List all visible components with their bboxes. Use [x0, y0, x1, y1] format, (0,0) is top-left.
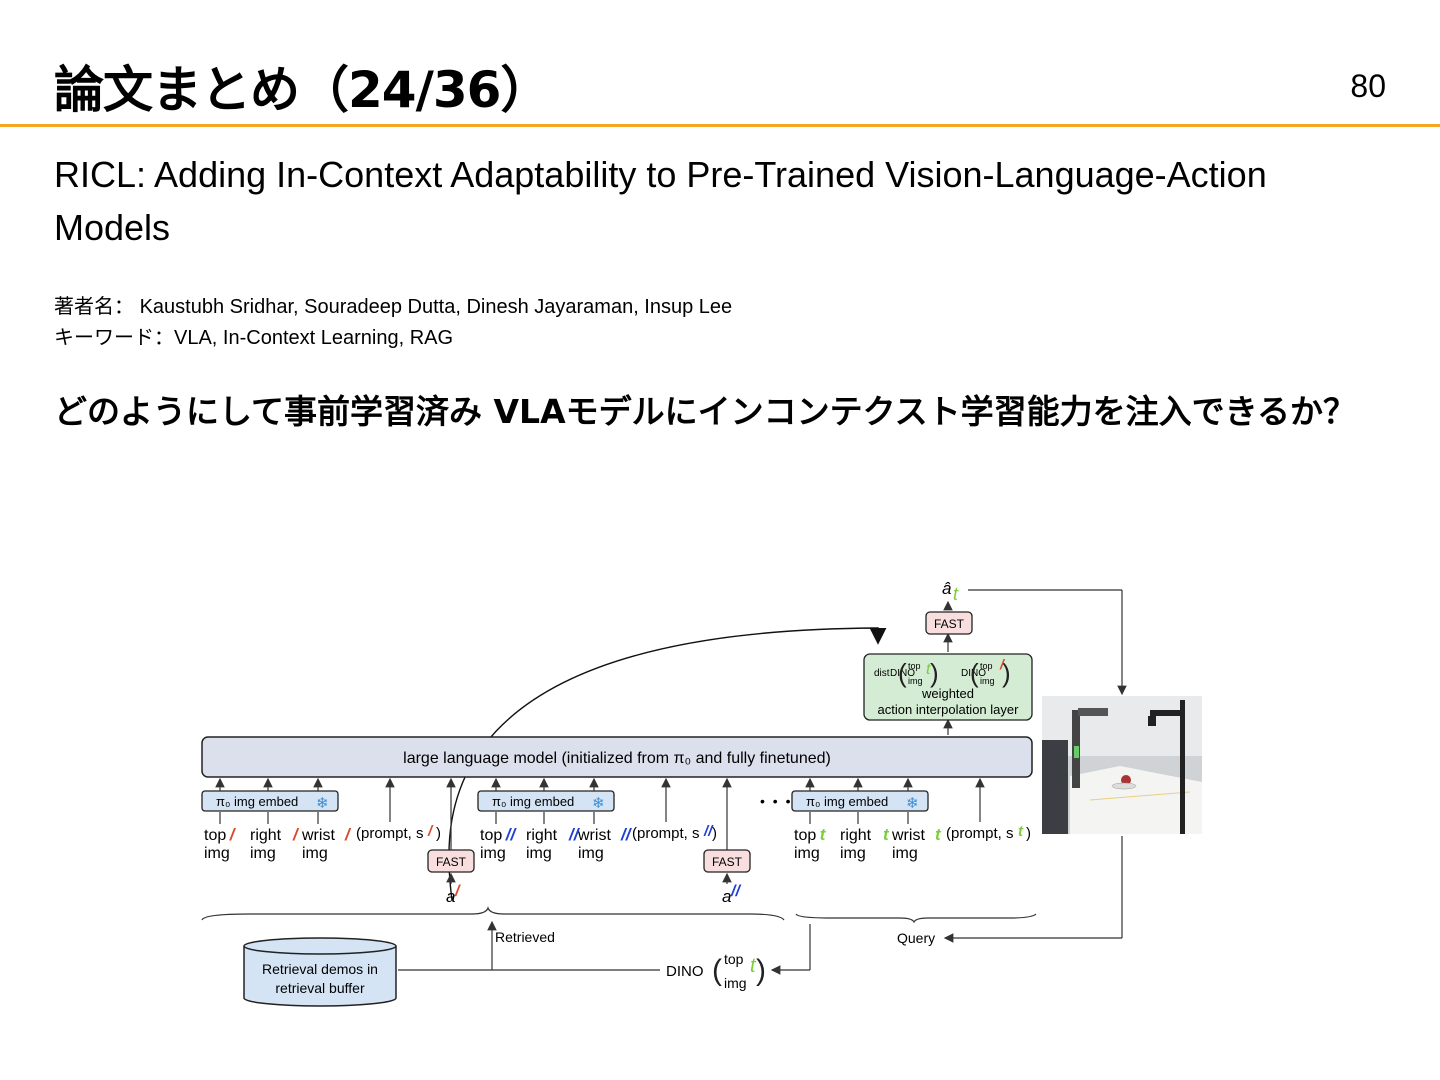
snowflake-icon: ❄	[906, 795, 919, 812]
dino-paren-open: (	[712, 954, 722, 987]
a-hat-t: t	[953, 584, 959, 604]
img-label-retrieved-1: wrist	[301, 827, 335, 844]
interpolation-layer-box	[863, 653, 1033, 721]
query-label: Query	[897, 930, 935, 946]
prompt-label-retrieved-2: (prompt, s	[632, 825, 700, 842]
img-word-query: img	[794, 845, 820, 862]
img-label-retrieved-1: top	[204, 827, 226, 844]
formula-img-retrieved: img	[980, 676, 995, 686]
img-mark-retrieved-1: /	[229, 825, 237, 844]
img-label-retrieved-2: wrist	[577, 827, 611, 844]
img-embed-label-retrieved-2: π₀ img embed	[492, 794, 574, 809]
fast-box-output	[925, 611, 973, 635]
keywords-line: キーワード：VLA, In-Context Learning, RAG	[54, 323, 732, 354]
page-number: 80	[1350, 68, 1386, 104]
img-word-retrieved-1: img	[250, 845, 276, 862]
robot-photo	[1042, 696, 1202, 834]
prompt-mark-query: t	[1018, 823, 1024, 840]
img-embed-label-retrieved-1: π₀ img embed	[216, 794, 298, 809]
formula-paren-open: (	[898, 658, 907, 688]
img-word-retrieved-2: img	[480, 845, 506, 862]
buffer-label-2: retrieval buffer	[275, 980, 365, 996]
img-label-retrieved-2: right	[526, 827, 558, 844]
prompt-label-query: (prompt, s	[946, 825, 1014, 842]
a-hat-label: â	[942, 579, 951, 598]
fast-label-output: FAST	[934, 617, 965, 631]
dino-top: top	[724, 951, 744, 967]
dino-t: t	[750, 955, 757, 977]
img-label-query: top	[794, 827, 816, 844]
formula-paren-close: )	[930, 658, 939, 688]
img-label-query: wrist	[891, 827, 925, 844]
paper-title: RICL: Adding In-Context Adaptability to …	[54, 154, 1267, 248]
ricl-architecture-figure: large language model (initialized from π…	[201, 579, 1202, 1007]
prompt-label-retrieved-1: (prompt, s	[356, 825, 424, 842]
dino-paren-close: )	[756, 954, 766, 987]
img-mark-retrieved-1: /	[292, 825, 300, 844]
authors-line: 著者名： Kaustubh Sridhar, Souradeep Dutta, …	[54, 292, 732, 323]
slide-title: 論文まとめ（24/36）	[54, 61, 550, 119]
snowflake-icon: ❄	[592, 795, 605, 812]
snowflake-icon: ❄	[316, 795, 329, 812]
img-label-retrieved-1: right	[250, 827, 282, 844]
formula-t: t	[926, 661, 931, 678]
img-label-retrieved-2: top	[480, 827, 502, 844]
interp-layer-label: action interpolation layer	[878, 702, 1020, 717]
dino-img: img	[724, 975, 747, 991]
authors-label: 著者名：	[54, 296, 134, 318]
prompt-close-retrieved-1: )	[436, 825, 441, 842]
img-mark-retrieved-2: //	[505, 825, 518, 844]
title-divider	[0, 124, 1440, 127]
img-mark-query: t	[935, 825, 942, 844]
keywords-label: キーワード：	[54, 327, 174, 349]
prompt-close-query: )	[1026, 825, 1031, 842]
img-word-retrieved-1: img	[204, 845, 230, 862]
dino-query-label: DINO	[666, 963, 704, 980]
dist-label: dist	[874, 668, 890, 679]
formula-paren-open: (	[970, 658, 979, 688]
img-embed-label-query: π₀ img embed	[806, 794, 888, 809]
weighted-label: weighted	[921, 686, 974, 701]
authors: Kaustubh Sridhar, Souradeep Dutta, Dines…	[139, 296, 733, 318]
img-label-query: right	[840, 827, 872, 844]
llm-label: large language model (initialized from π…	[403, 750, 831, 767]
llm-box	[201, 736, 1033, 778]
img-mark-retrieved-1: /	[344, 825, 352, 844]
img-word-retrieved-1: img	[302, 845, 328, 862]
action-mark-retrieved-2: //	[730, 883, 741, 900]
prompt-mark-retrieved-1: /	[427, 823, 434, 840]
fast-label-retrieved-1: FAST	[436, 855, 467, 869]
img-word-query: img	[840, 845, 866, 862]
dino-label-query: DINO	[890, 668, 915, 679]
prompt-mark-retrieved-2: //	[703, 823, 714, 840]
img-embed-box-query	[791, 790, 929, 812]
img-mark-query: t	[820, 825, 827, 844]
img-word-retrieved-2: img	[526, 845, 552, 862]
img-mark-retrieved-2: //	[620, 825, 633, 844]
action-label-retrieved-1: a	[446, 887, 455, 906]
prompt-close-retrieved-2: )	[712, 825, 717, 842]
formula-img-query: img	[908, 676, 923, 686]
formula-paren-close: )	[1002, 658, 1011, 688]
buffer-label-1: Retrieval demos in	[262, 961, 378, 977]
retrieved-label: Retrieved	[495, 929, 555, 945]
fast-label-retrieved-2: FAST	[712, 855, 743, 869]
dino-label-retrieved: DINO	[961, 668, 986, 679]
formula-prime: /	[999, 656, 1006, 672]
img-word-query: img	[892, 845, 918, 862]
img-embed-box-retrieved-1	[201, 790, 339, 812]
formula-top-query: top	[908, 661, 921, 671]
img-embed-box-retrieved-2	[477, 790, 615, 812]
img-word-retrieved-2: img	[578, 845, 604, 862]
ellipsis: • • •	[760, 793, 792, 809]
paper-meta: 著者名： Kaustubh Sridhar, Souradeep Dutta, …	[54, 292, 732, 354]
retrieval-buffer	[243, 937, 397, 1007]
formula-top-retrieved: top	[980, 661, 993, 671]
keywords: VLA, In-Context Learning, RAG	[174, 327, 454, 349]
img-mark-query: t	[883, 825, 890, 844]
action-label-retrieved-2: a	[722, 887, 731, 906]
research-question: どのようにして事前学習済み VLAモデルにインコンテクスト学習能力を注入できるか…	[54, 392, 1356, 431]
action-mark-retrieved-1: /	[454, 883, 461, 900]
img-mark-retrieved-2: //	[568, 825, 581, 844]
